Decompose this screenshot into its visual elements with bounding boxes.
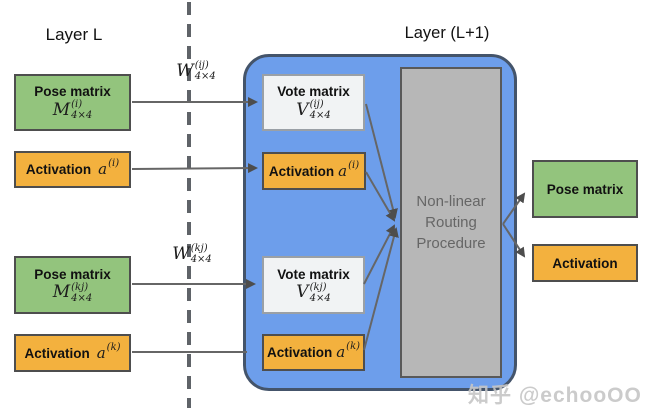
superscript: (kj) (71, 281, 89, 293)
activation-k-input-box: Activation a (k) (14, 334, 131, 372)
pose-matrix-k-notation: M (kj) 4×4 (52, 281, 93, 304)
subscript: 4×4 (194, 71, 216, 82)
superscript: (k) (106, 341, 121, 353)
activation-k-label: Activation (24, 345, 90, 361)
output-pose-matrix-label: Pose matrix (546, 181, 624, 197)
arrow-activation-i-to-vote (131, 163, 258, 174)
subscript: 4×4 (190, 254, 212, 265)
pose-matrix-k-box: Pose matrix M (kj) 4×4 (14, 256, 131, 314)
pose-matrix-i-notation: M (i) 4×4 (52, 99, 93, 121)
superscript: (i) (71, 99, 83, 110)
activation-k-vote-label: Activation (266, 345, 333, 360)
activation-i-input-box: Activation a (i) (14, 151, 131, 188)
watermark: 知乎 @echooOO (468, 384, 642, 407)
superscript: (i) (108, 158, 120, 169)
superscript: (i) (348, 159, 360, 171)
layer-divider-dashed-line (187, 2, 191, 408)
output-activation-label: Activation (552, 255, 618, 271)
pose-matrix-i-box: Pose matrix M (i) 4×4 (14, 74, 131, 131)
activation-i-notation: a (i) (98, 158, 120, 178)
vote-matrix-kj-box: Vote matrix V (kj) 4×4 (262, 256, 365, 314)
activation-i-label: Activation (25, 162, 92, 177)
output-activation-box: Activation (532, 244, 638, 282)
vote-matrix-ij-box: Vote matrix V (ij) 4×4 (262, 74, 365, 131)
pose-matrix-i-label: Pose matrix (34, 84, 111, 99)
subscript: 4×4 (309, 292, 331, 304)
superscript: (kj) (190, 243, 208, 254)
nonlinear-routing-procedure-box: Non-linear Routing Procedure (400, 67, 502, 378)
vote-matrix-ij-label: Vote matrix (277, 84, 350, 99)
activation-i-vote-label: Activation (268, 163, 335, 179)
vote-matrix-ij-notation: V (ij) 4×4 (296, 99, 331, 121)
vote-matrix-kj-notation: V (kj) 4×4 (296, 281, 331, 304)
vote-matrix-kj-label: Vote matrix (277, 266, 350, 282)
subscript: 4×4 (71, 292, 93, 304)
activation-k-vote-box: Activation a (k) (262, 334, 365, 371)
weight-wij-label: W (ij) 4×4 (176, 60, 216, 82)
superscript: (ij) (194, 60, 209, 71)
layer-l-plus-1-title: Layer (L+1) (404, 24, 490, 42)
routing-line-3: Procedure (416, 235, 486, 252)
layer-l-title: Layer L (45, 25, 103, 44)
subscript: 4×4 (71, 110, 93, 121)
subscript: 4×4 (309, 110, 331, 121)
activation-i-vote-box: Activation a (i) (262, 152, 366, 190)
output-pose-matrix-box: Pose matrix (532, 160, 638, 218)
pose-matrix-k-label: Pose matrix (34, 266, 111, 282)
routing-line-1: Non-linear (416, 193, 486, 210)
superscript: (kj) (309, 281, 327, 293)
superscript: (ij) (309, 99, 324, 110)
activation-i-vote-notation: a (i) (338, 159, 360, 180)
weight-wkj-label: W (kj) 4×4 (172, 243, 212, 265)
routing-line-2: Routing (425, 214, 477, 231)
activation-k-vote-notation: a (k) (336, 341, 361, 361)
superscript: (k) (346, 341, 361, 352)
activation-k-notation: a (k) (96, 341, 121, 362)
